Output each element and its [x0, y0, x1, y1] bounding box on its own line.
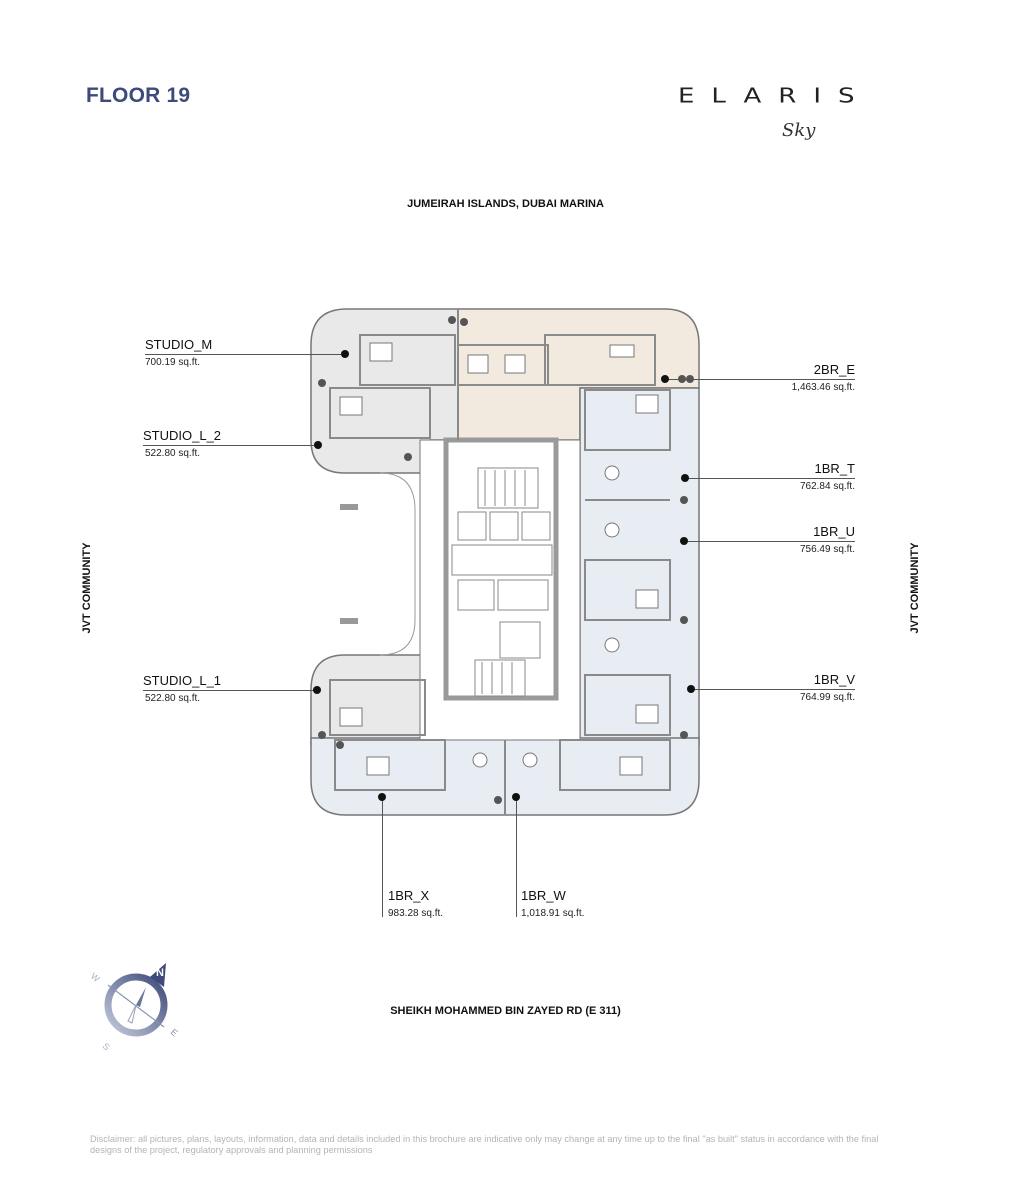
- unit-label-1br-u: 1BR_U: [813, 524, 855, 539]
- leader-line: [685, 478, 855, 479]
- void-marker: [340, 504, 358, 510]
- unit-area-1br-v: 764.99 sq.ft.: [799, 692, 855, 703]
- void-curve: [379, 472, 416, 656]
- logo-subtitle: Sky: [782, 120, 816, 141]
- unit-area-1br-x: 983.28 sq.ft.: [388, 908, 444, 919]
- compass-needle: [136, 987, 146, 1007]
- compass-needle-tail: [127, 1004, 137, 1024]
- logo-wordmark: ELARIS: [678, 84, 872, 108]
- unit-marker: [341, 350, 349, 358]
- compass-north-pointer: [150, 963, 166, 987]
- unit-label-1br-x: 1BR_X: [388, 888, 430, 903]
- furniture: [339, 342, 659, 776]
- unit-marker: [687, 685, 695, 693]
- leader-line: [143, 690, 318, 691]
- compass-east: E: [169, 1027, 180, 1039]
- unit-label-studio-m: STUDIO_M: [145, 337, 213, 352]
- unit-area-studio-l-1: 522.80 sq.ft.: [145, 693, 201, 704]
- unit-marker: [378, 793, 386, 801]
- unit-area-studio-l-2: 522.80 sq.ft.: [145, 448, 201, 459]
- unit-marker: [512, 793, 520, 801]
- void-marker: [340, 618, 358, 624]
- south-road-label: SHEIKH MOHAMMED BIN ZAYED RD (E 311): [390, 1005, 621, 1017]
- compass-icon: N E S W: [89, 963, 180, 1053]
- unit-marker: [681, 474, 689, 482]
- unit-label-1br-v: 1BR_V: [813, 672, 855, 687]
- planters: [318, 316, 694, 804]
- partitions: [329, 309, 671, 815]
- compass-south: S: [101, 1041, 112, 1053]
- east-community-label: JVT COMMUNITY: [909, 542, 921, 634]
- disclaimer: Disclaimer: all pictures, plans, layouts…: [90, 1134, 879, 1155]
- unit-area-2br-e: 1,463.46 sq.ft.: [791, 382, 855, 393]
- west-community-label: JVT COMMUNITY: [81, 542, 93, 634]
- elaris-sky-logo: ELARIS Sky: [678, 84, 918, 148]
- floor-title: FLOOR 19: [86, 84, 191, 107]
- unit-area-1br-t: 762.84 sq.ft.: [799, 481, 855, 492]
- leader-line: [691, 689, 855, 690]
- core: [443, 437, 559, 701]
- unit-marker: [680, 537, 688, 545]
- leader-line: [382, 797, 383, 917]
- compass-ring: [104, 973, 168, 1037]
- unit-label-studio-l-2: STUDIO_L_2: [143, 428, 222, 443]
- unit-area-1br-w: 1,018.91 sq.ft.: [521, 908, 585, 919]
- unit-label-1br-w: 1BR_W: [521, 888, 566, 903]
- leader-line: [516, 797, 517, 917]
- unit-label-1br-t: 1BR_T: [814, 461, 855, 476]
- leader-line: [684, 541, 855, 542]
- one-bed-east-zone: [579, 387, 700, 746]
- compass-west: W: [89, 971, 102, 984]
- studio-l1-zone: [310, 654, 431, 746]
- unit-area-studio-m: 700.19 sq.ft.: [145, 357, 201, 368]
- unit-label-studio-l-1: STUDIO_L_1: [143, 673, 222, 688]
- unit-label-2br-e: 2BR_E: [813, 362, 855, 377]
- unit-area-1br-u: 756.49 sq.ft.: [799, 544, 855, 555]
- unit-marker: [313, 686, 321, 694]
- leader-line: [665, 379, 855, 380]
- leader-line: [143, 445, 318, 446]
- floor-plan: [310, 308, 700, 816]
- unit-marker: [661, 375, 669, 383]
- unit-marker: [314, 441, 322, 449]
- compass-north: N: [156, 967, 164, 979]
- north-road-label: JUMEIRAH ISLANDS, DUBAI MARINA: [407, 198, 604, 210]
- leader-line: [145, 354, 345, 355]
